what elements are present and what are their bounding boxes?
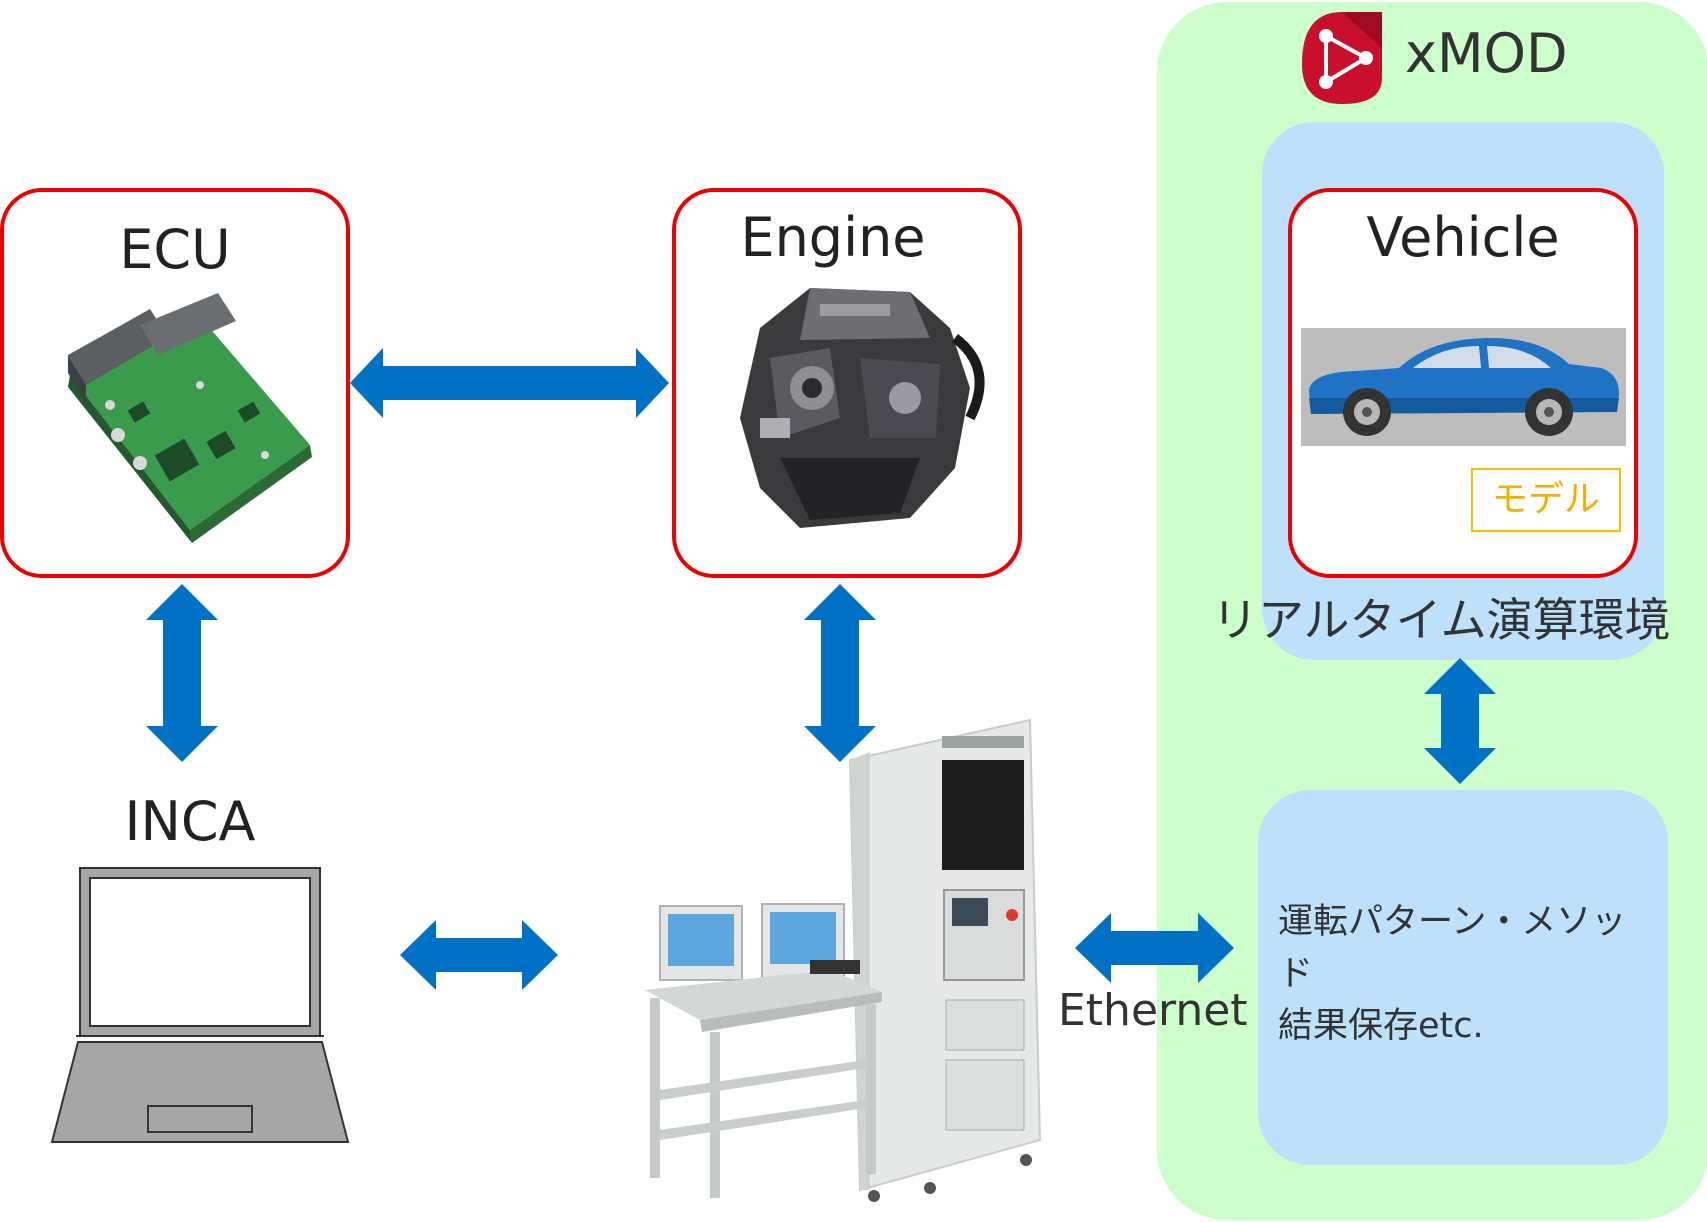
realtime-env-label: リアルタイム演算環境 — [1212, 593, 1671, 647]
storage-line-2: 結果保存etc. — [1278, 1006, 1484, 1046]
ecu-label: ECU — [119, 218, 231, 281]
ecu-board-icon — [68, 293, 312, 543]
storage-text: 運転パターン・メソッド 結果保存etc. — [1278, 896, 1658, 1052]
test-bench-icon — [645, 718, 1042, 1202]
ethernet-label: Ethernet — [1058, 985, 1248, 1036]
xmod-logo-icon — [1302, 12, 1382, 104]
vehicle-label: Vehicle — [1366, 206, 1560, 269]
xmod-label: xMOD — [1405, 22, 1568, 85]
laptop-icon — [50, 867, 350, 1143]
model-tag: モデル — [1471, 468, 1621, 532]
storage-panel — [1258, 790, 1668, 1165]
engine-icon — [740, 288, 985, 528]
car-icon — [1309, 338, 1619, 436]
storage-line-1: 運転パターン・メソッド — [1278, 902, 1627, 994]
engine-label: Engine — [740, 206, 926, 269]
inca-label: INCA — [124, 790, 256, 853]
